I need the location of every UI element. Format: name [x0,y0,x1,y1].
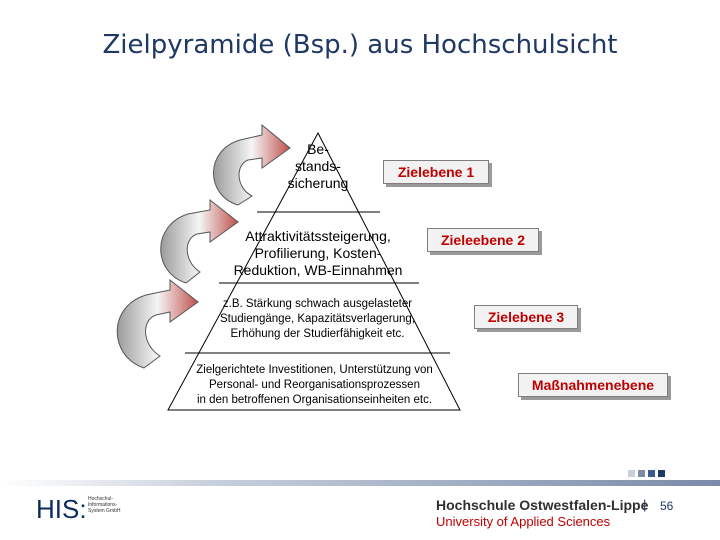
pyramid-level-4-text: Zielgerichtete Investitionen, Unterstütz… [196,364,433,406]
his-logo: HIS: [36,494,87,524]
curved-arrow-icon [160,198,239,284]
institution-name: Hochschule Ostwestfalen-Lippe [436,497,649,513]
pyramid-level-3-text: z.B. Stärkung schwach ausgelasteter Stud… [219,298,415,340]
pyramid-level-2-text: Attraktivitätssteigerung, Profilierung, … [233,228,403,278]
level-label-2: Zieleebene 2 [427,228,539,252]
institution-subtitle: University of Applied Sciences [436,514,611,529]
pyramid-outline [167,131,461,411]
curved-arrow-icon [116,278,199,369]
level-label-4: Maßnahmenebene [518,373,668,397]
footer-bar [0,470,720,486]
level-label-1: Zielebene 1 [383,160,489,184]
level-label-3: Zielebene 3 [474,305,578,329]
his-logo-subtitle: Hochschul- Informations- System GmbH [88,496,121,514]
footer-separator: | [643,497,647,512]
pyramid-level-1-text: Be- stands- sicherung [287,141,349,191]
page-title: Zielpyramide (Bsp.) aus Hochschulsicht [102,30,618,60]
page-number: 56 [660,499,674,513]
curved-arrow-icon [213,123,291,206]
